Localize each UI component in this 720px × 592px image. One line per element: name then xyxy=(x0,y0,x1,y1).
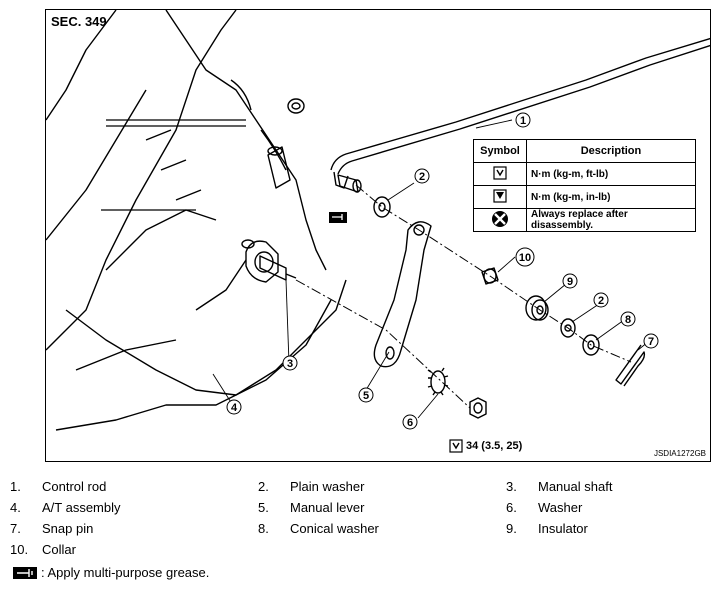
table-row: Always replace after disassembly. xyxy=(473,208,696,232)
callout-8: 8 xyxy=(620,311,636,327)
torque-wrench-icon xyxy=(493,165,507,180)
legend-item: 1. Control rod xyxy=(10,479,106,494)
exploded-view-illustration: 1 2 3 4 5 6 7 8 9 10 2 xyxy=(46,10,710,431)
callout-7: 7 xyxy=(643,333,659,349)
legend-label: Manual shaft xyxy=(538,479,613,494)
legend-number: 5. xyxy=(258,500,269,515)
assembly-centerlines xyxy=(295,184,632,409)
parts-legend: 1. Control rod 2. Plain washer 3. Manual sh… xyxy=(10,479,710,563)
legend-label: Control rod xyxy=(42,479,107,494)
grease-gun-icon xyxy=(329,212,347,223)
legend-row: 1. Control rod 2. Plain washer 3. Manual sh… xyxy=(10,479,710,500)
callout-6: 6 xyxy=(402,414,418,430)
legend-label: Conical washer xyxy=(290,521,379,536)
diagram-frame: SEC. 349 xyxy=(45,9,711,462)
conical-washer-drawing xyxy=(582,334,600,356)
torque-wrench-icon xyxy=(449,439,463,453)
grease-note-text: : Apply multi-purpose grease. xyxy=(41,565,210,580)
legend-label: Collar xyxy=(42,542,76,557)
grease-note: : Apply multi-purpose grease. xyxy=(13,565,209,580)
callout-4: 4 xyxy=(226,399,242,415)
legend-number: 2. xyxy=(258,479,269,494)
grease-gun-icon xyxy=(13,566,37,579)
svg-text:8: 8 xyxy=(625,314,631,326)
svg-text:2: 2 xyxy=(419,171,425,183)
svg-text:9: 9 xyxy=(567,276,573,288)
symbol-header: Symbol xyxy=(473,139,527,163)
callout-2-top: 2 xyxy=(414,168,430,184)
svg-text:5: 5 xyxy=(363,390,369,402)
callout-10: 10 xyxy=(515,247,535,267)
svg-text:2: 2 xyxy=(598,295,604,307)
table-row: N·m (kg-m, in-lb) xyxy=(473,185,696,209)
callout-3: 3 xyxy=(282,355,298,371)
description-header: Description xyxy=(526,139,696,163)
plain-washer-top-drawing xyxy=(373,196,391,218)
rod-end-pin-drawing xyxy=(337,174,362,193)
legend-number: 4. xyxy=(10,500,21,515)
legend-number: 3. xyxy=(506,479,517,494)
legend-row: 7. Snap pin 8. Conical washer 9. Insulator xyxy=(10,521,710,542)
insulator-drawing xyxy=(525,295,549,321)
legend-number: 9. xyxy=(506,521,517,536)
torque-spec: 34 (3.5, 25) xyxy=(449,439,522,453)
torque-wrench-inlb-icon xyxy=(493,188,507,203)
table-row: N·m (kg-m, ft-lb) xyxy=(473,162,696,186)
legend-number: 1. xyxy=(10,479,21,494)
manual-shaft-drawing xyxy=(241,239,297,283)
legend-item: 6. Washer xyxy=(506,500,582,515)
section-label: SEC. 349 xyxy=(51,14,107,29)
legend-item: 4. A/T assembly xyxy=(10,500,121,515)
collar-drawing xyxy=(481,267,499,285)
snap-pin-drawing xyxy=(615,344,646,387)
lock-nut-drawing xyxy=(469,397,487,419)
svg-text:7: 7 xyxy=(648,336,654,348)
symbol-table: Symbol Description N·m (kg-m, ft-lb) xyxy=(473,139,696,232)
legend-row: 4. A/T assembly 5. Manual lever 6. Washer xyxy=(10,500,710,521)
callout-1: 1 xyxy=(515,112,531,128)
legend-item: 8. Conical washer xyxy=(258,521,379,536)
legend-item: 3. Manual shaft xyxy=(506,479,612,494)
svg-text:1: 1 xyxy=(520,115,526,127)
symbol-description: N·m (kg-m, ft-lb) xyxy=(526,162,696,186)
svg-text:3: 3 xyxy=(287,358,293,370)
legend-label: Insulator xyxy=(538,521,588,536)
callout-5: 5 xyxy=(358,387,374,403)
symbol-description: N·m (kg-m, in-lb) xyxy=(526,185,696,209)
legend-item: 7. Snap pin xyxy=(10,521,93,536)
at-assembly-drawing xyxy=(46,10,347,431)
legend-item: 2. Plain washer xyxy=(258,479,364,494)
legend-item: 9. Insulator xyxy=(506,521,588,536)
legend-label: A/T assembly xyxy=(42,500,121,515)
diagram-code: JSDIA1272GB xyxy=(653,449,706,458)
legend-number: 6. xyxy=(506,500,517,515)
callout-9: 9 xyxy=(562,273,578,289)
svg-text:4: 4 xyxy=(231,402,238,414)
plain-washer-right-drawing xyxy=(560,318,576,338)
svg-text:10: 10 xyxy=(519,252,531,264)
legend-number: 8. xyxy=(258,521,269,536)
symbol-description: Always replace after disassembly. xyxy=(526,208,696,232)
legend-label: Manual lever xyxy=(290,500,365,515)
callout-2-right: 2 xyxy=(593,292,609,308)
legend-label: Washer xyxy=(538,500,583,515)
legend-label: Plain washer xyxy=(290,479,365,494)
leader-lines xyxy=(212,119,649,419)
legend-number: 7. xyxy=(10,521,21,536)
legend-item: 5. Manual lever xyxy=(258,500,364,515)
torque-value: 34 (3.5, 25) xyxy=(466,440,523,452)
manual-lever-drawing xyxy=(373,221,432,368)
legend-item: 10. Collar xyxy=(10,542,76,557)
legend-number: 10. xyxy=(10,542,29,557)
svg-text:6: 6 xyxy=(407,417,413,429)
legend-label: Snap pin xyxy=(42,521,94,536)
legend-row: 10. Collar xyxy=(10,542,710,563)
always-replace-icon xyxy=(492,210,508,227)
